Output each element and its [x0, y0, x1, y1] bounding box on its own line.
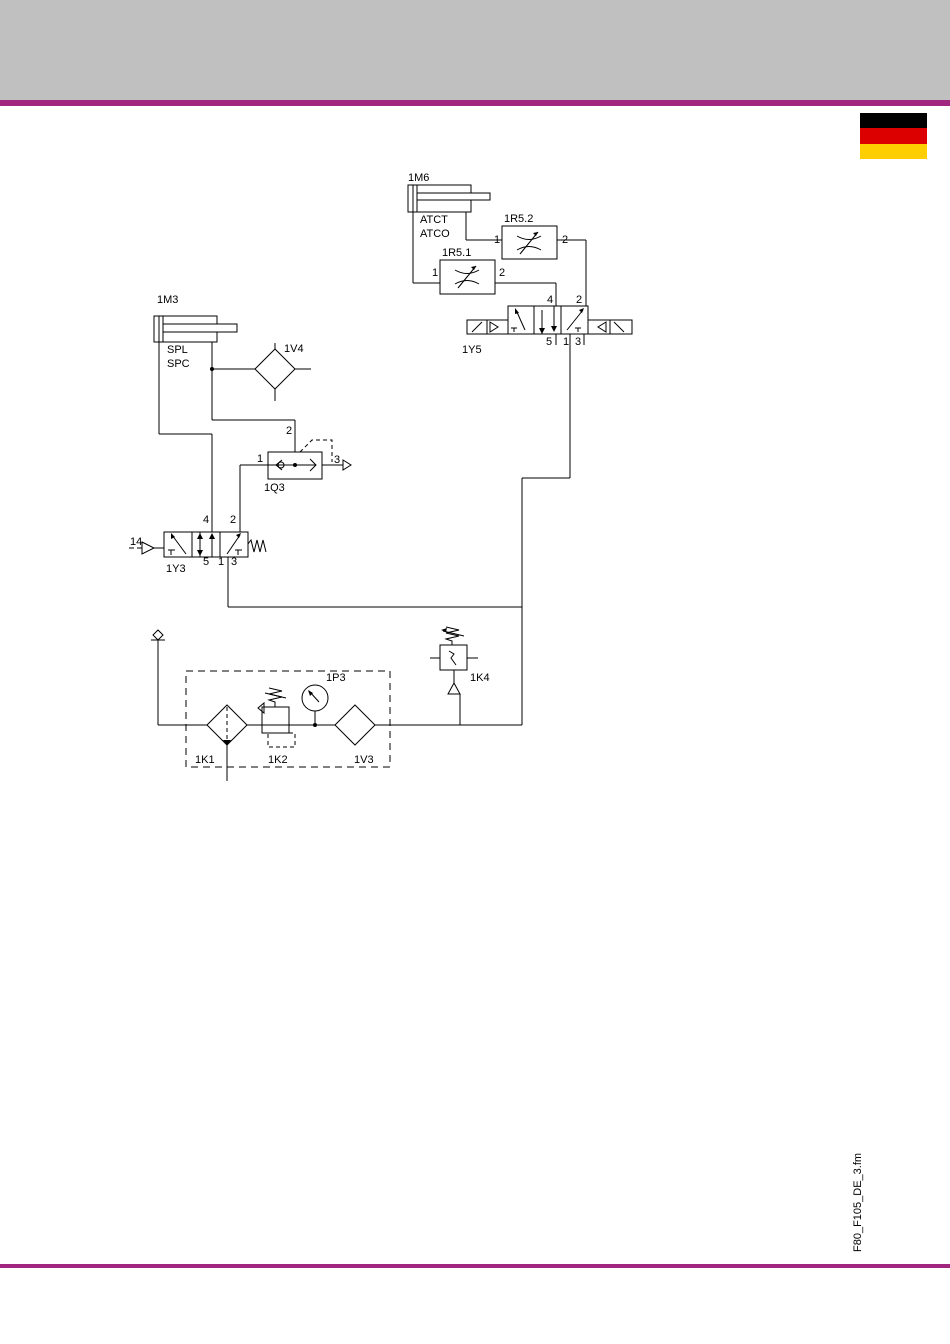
label-1y5: 1Y5: [462, 344, 482, 356]
label-port-5: 5: [546, 336, 552, 348]
cylinder-1m3: 1M3 SPL SPC: [154, 294, 237, 434]
label-1m6: 1M6: [408, 172, 429, 184]
label-port-4: 4: [203, 514, 209, 526]
label-1p3: 1P3: [326, 672, 346, 684]
label-1m3: 1M3: [157, 294, 178, 306]
label-1y3: 1Y3: [166, 563, 186, 575]
label-port-1: 1: [494, 234, 500, 246]
label-atco: ATCO: [420, 228, 450, 240]
label-port-2: 2: [562, 234, 568, 246]
label-spc: SPC: [167, 358, 190, 370]
label-port-1: 1: [257, 453, 263, 465]
label-port-3: 3: [334, 454, 340, 466]
label-1k4: 1K4: [470, 672, 490, 684]
label-atct: ATCT: [420, 214, 448, 226]
label-port-1: 1: [563, 336, 569, 348]
label-1q3: 1Q3: [264, 482, 285, 494]
label-1v3: 1V3: [354, 754, 374, 766]
label-1r5-1: 1R5.1: [442, 247, 471, 259]
valve-1y5: 1Y5 4 2 5 1 3: [462, 294, 632, 478]
label-port-3: 3: [575, 336, 581, 348]
label-port-1: 1: [432, 267, 438, 279]
label-spl: SPL: [167, 344, 188, 356]
label-port-4: 4: [547, 294, 553, 306]
valve-1y3: 1Y3 14 4 2 5 1 3: [129, 514, 522, 607]
label-1r5-2: 1R5.2: [504, 213, 533, 225]
label-port-2: 2: [499, 267, 505, 279]
label-1v4: 1V4: [284, 343, 304, 355]
footer-rule: [0, 1264, 950, 1268]
label-port-2: 2: [286, 425, 292, 437]
file-reference: F80_F105_DE_3.fm: [852, 1153, 864, 1252]
silencer-1v4: 1V4: [210, 343, 311, 401]
label-port-1: 1: [218, 556, 224, 568]
pressure-switch-1k4: 1K4: [430, 627, 490, 725]
label-1k1: 1K1: [195, 754, 215, 766]
label-port-2: 2: [576, 294, 582, 306]
label-port-5: 5: [203, 556, 209, 568]
label-1k2: 1K2: [268, 754, 288, 766]
label-port-2: 2: [230, 514, 236, 526]
label-port-14: 14: [130, 536, 142, 548]
label-port-3: 3: [231, 556, 237, 568]
